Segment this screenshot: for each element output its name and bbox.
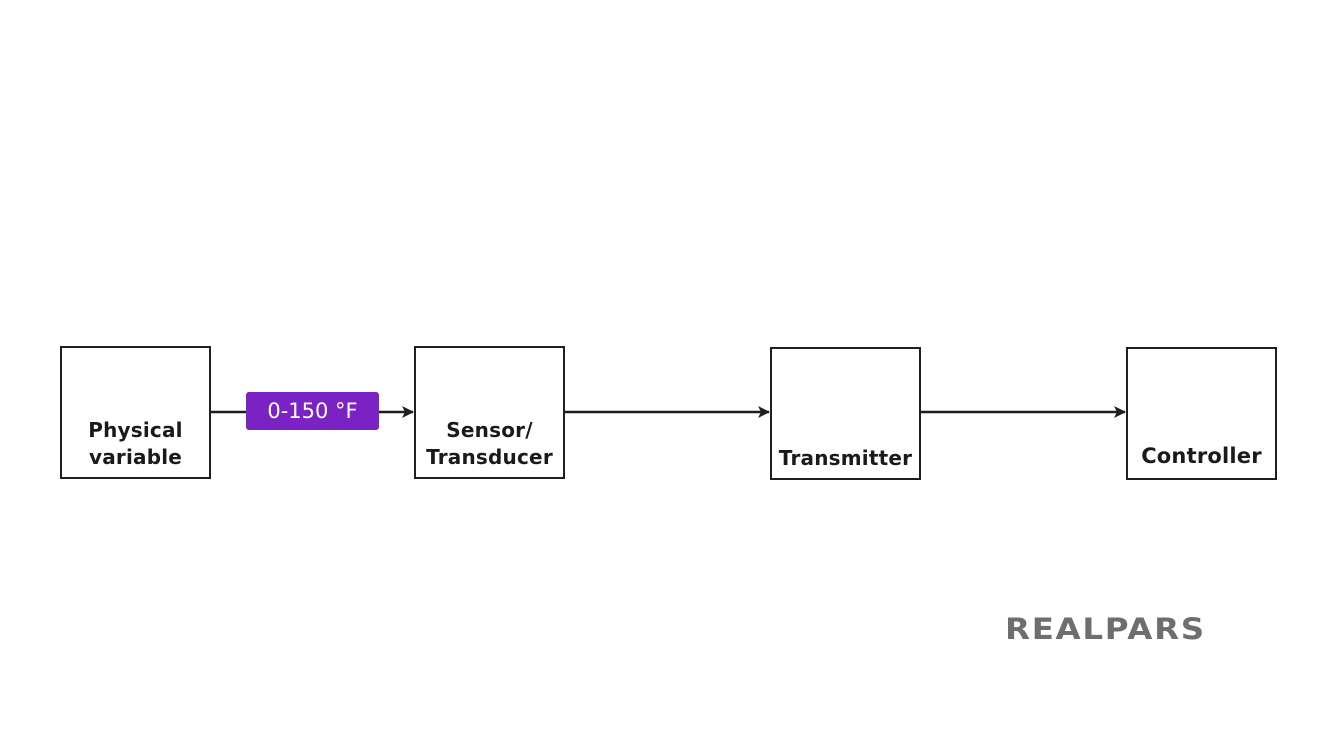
sensor-transducer-label: Sensor/ Transducer — [426, 418, 553, 469]
transmitter-label: Transmitter — [778, 446, 913, 470]
signal-range-badge: 0-150 °F — [246, 392, 379, 430]
physical-variable-block: Physical variable — [60, 346, 211, 479]
realpars-logo: REALPARS — [1005, 612, 1206, 646]
physical-variable-label: Physical variable — [88, 418, 183, 469]
controller-label: Controller — [1141, 444, 1262, 468]
controller-block: Controller — [1126, 347, 1277, 480]
transmitter-block: Transmitter — [770, 347, 921, 480]
sensor-transducer-block: Sensor/ Transducer — [414, 346, 565, 479]
